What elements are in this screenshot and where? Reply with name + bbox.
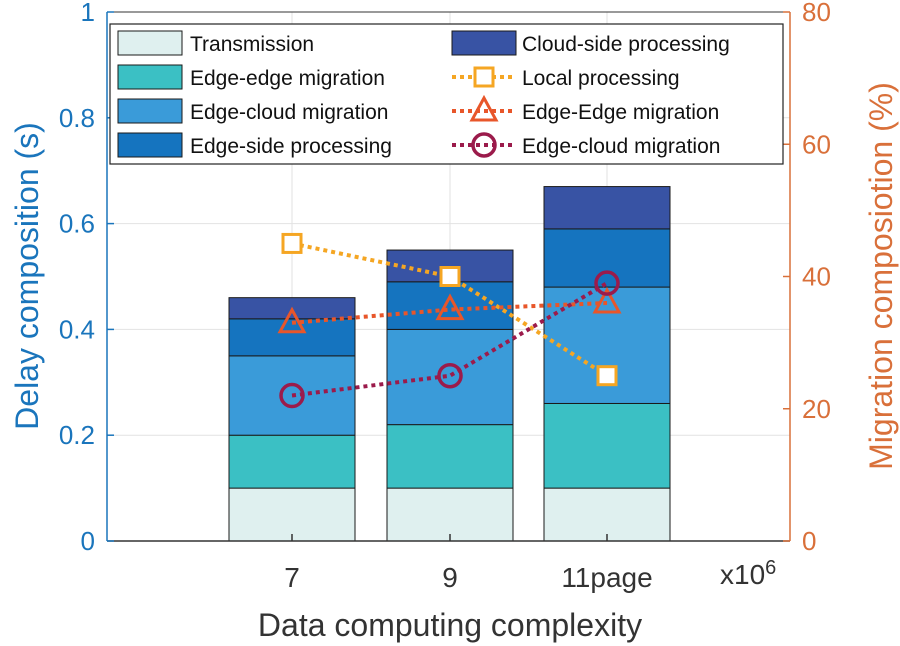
line-series bbox=[277, 232, 622, 409]
x-tick-label: 9 bbox=[442, 562, 458, 593]
y-tick-label-right: 80 bbox=[802, 0, 831, 27]
x-axis-title: Data computing complexity bbox=[258, 607, 642, 643]
y-tick-label-right: 60 bbox=[802, 129, 831, 159]
data-point-square bbox=[281, 232, 303, 254]
y-tick-label-left: 0.8 bbox=[59, 103, 95, 133]
y-tick-label-left: 0.4 bbox=[59, 314, 95, 344]
x-tick-label: 11page bbox=[561, 562, 652, 593]
stacked-bars bbox=[228, 186, 671, 542]
legend-marker-square bbox=[473, 66, 495, 88]
legend-swatch bbox=[117, 30, 183, 56]
legend-label: Cloud-side processing bbox=[522, 33, 730, 56]
legend-label: Local processing bbox=[522, 67, 680, 90]
bar-segment bbox=[228, 318, 356, 357]
y-tick-label-left: 0.6 bbox=[59, 209, 95, 239]
legend-box bbox=[109, 23, 784, 165]
legend-swatch bbox=[117, 98, 183, 124]
x-tick-label: 7 bbox=[284, 562, 300, 593]
data-point-circle bbox=[279, 382, 305, 409]
y-tick-label-right: 40 bbox=[802, 262, 831, 292]
legend-swatch bbox=[117, 132, 183, 158]
axes bbox=[106, 11, 791, 542]
legend-label: Transmission bbox=[190, 33, 314, 56]
y-tick-label-right: 20 bbox=[802, 394, 831, 424]
legend-swatch bbox=[451, 30, 517, 56]
bar-segment bbox=[543, 228, 671, 288]
legend-marker-circle bbox=[471, 132, 497, 158]
legend-swatch bbox=[117, 64, 183, 90]
legend-label: Edge-side processing bbox=[190, 135, 392, 158]
data-point-square bbox=[439, 266, 461, 287]
bar-segment bbox=[543, 487, 671, 542]
bar-segment bbox=[386, 281, 514, 330]
bar-segment bbox=[543, 186, 671, 230]
bar-segment bbox=[228, 487, 356, 542]
legend-label: Edge-Edge migration bbox=[522, 101, 719, 124]
data-point-triangle bbox=[277, 306, 307, 334]
data-point-circle bbox=[437, 362, 463, 389]
y-tick-label-left: 0 bbox=[81, 526, 95, 556]
bar-segment bbox=[543, 402, 671, 489]
y-tick-label-right: 0 bbox=[802, 526, 816, 556]
data-point-circle bbox=[594, 270, 620, 296]
x-axis-multiplier: x106 bbox=[720, 557, 776, 590]
bar-segment bbox=[386, 487, 514, 542]
legend-label: Edge-cloud migration bbox=[522, 135, 720, 158]
legend-label: Edge-cloud migration bbox=[190, 101, 388, 124]
legend-marker-triangle bbox=[469, 94, 499, 122]
bar-segment bbox=[228, 355, 356, 436]
y-axis-title-right: Migration composiotion (%) bbox=[863, 82, 899, 470]
legend-label: Edge-edge migration bbox=[190, 67, 385, 90]
y-tick-label-left: 1 bbox=[81, 0, 95, 27]
bar-segment bbox=[228, 434, 356, 489]
y-tick-label-left: 0.2 bbox=[59, 420, 95, 450]
data-point-triangle bbox=[435, 293, 465, 321]
series-line bbox=[291, 281, 609, 398]
y-axis-title-left: Delay composition (s) bbox=[9, 122, 45, 430]
data-point-square bbox=[596, 365, 618, 387]
bar-segment bbox=[386, 328, 514, 426]
bar-segment bbox=[386, 424, 514, 489]
tick-labels: 0 0.2 0.4 0.6 0.8 1 0 20 40 60 80 7 9 11page bbox=[59, 0, 831, 593]
data-point-triangle bbox=[592, 286, 622, 314]
